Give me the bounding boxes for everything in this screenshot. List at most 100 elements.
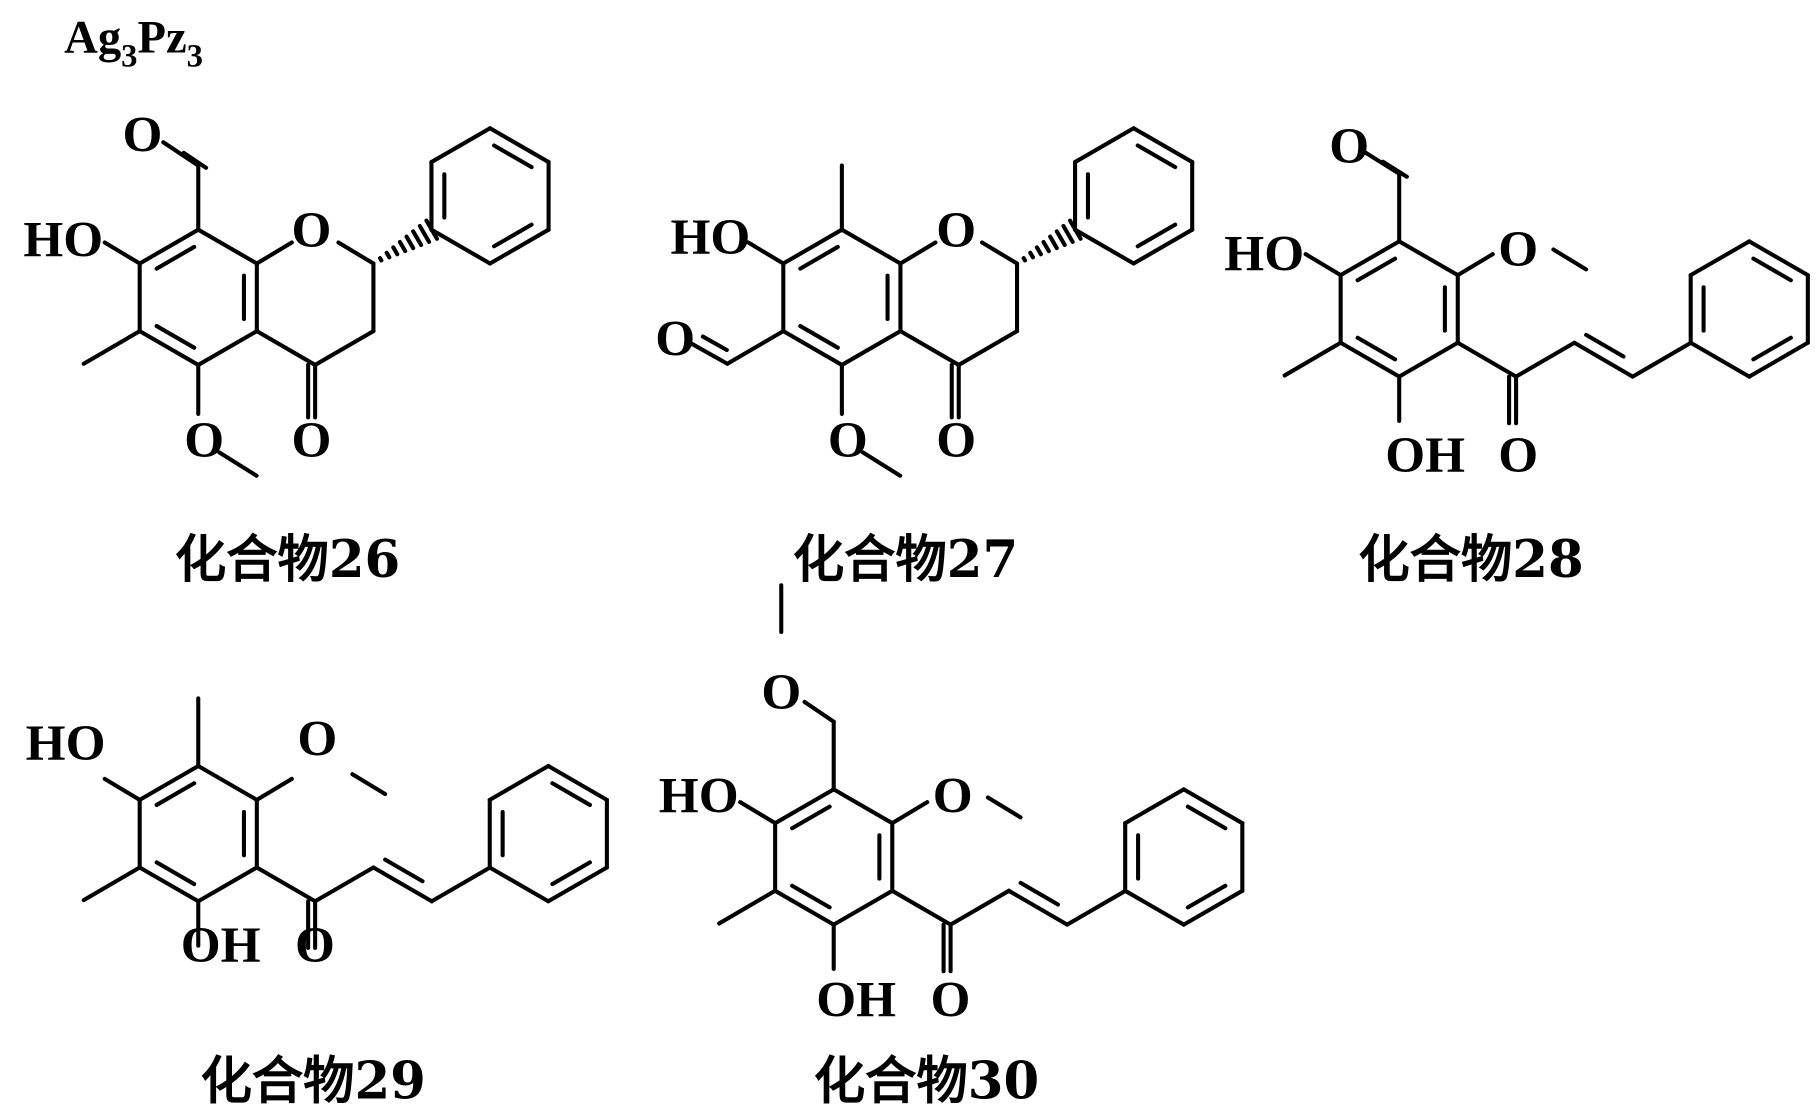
bond bbox=[1135, 143, 1178, 170]
bond bbox=[429, 865, 493, 904]
atom-label: O bbox=[933, 768, 973, 825]
bond bbox=[1380, 159, 1409, 179]
atom-label: HO bbox=[659, 768, 739, 825]
compound-caption: 化合物29 bbox=[201, 1051, 426, 1110]
atom-label: OH bbox=[816, 972, 896, 1029]
bond bbox=[1048, 234, 1059, 251]
bond bbox=[1751, 335, 1793, 362]
atom-label: O bbox=[297, 711, 337, 768]
bond bbox=[1181, 888, 1245, 927]
atom-label: O bbox=[936, 412, 976, 469]
atom-label: O bbox=[292, 202, 332, 259]
bond bbox=[1551, 247, 1589, 272]
bond bbox=[411, 229, 424, 247]
bond bbox=[546, 865, 609, 904]
bond bbox=[1061, 223, 1075, 244]
bond bbox=[378, 256, 384, 263]
bond bbox=[217, 450, 259, 478]
bond bbox=[1018, 880, 1061, 907]
bond bbox=[1355, 335, 1398, 362]
bond bbox=[487, 763, 551, 802]
bond bbox=[550, 781, 592, 807]
bond bbox=[1688, 239, 1752, 278]
bond bbox=[1006, 888, 1070, 927]
bond bbox=[1751, 256, 1793, 283]
bond bbox=[550, 860, 592, 887]
bond bbox=[898, 329, 961, 367]
bond bbox=[1131, 227, 1195, 266]
bond bbox=[1123, 787, 1186, 826]
bond bbox=[1630, 340, 1694, 379]
bond bbox=[254, 240, 294, 266]
bond bbox=[790, 883, 832, 910]
bond bbox=[1572, 340, 1635, 379]
bond bbox=[1514, 340, 1577, 379]
bond bbox=[384, 250, 392, 260]
bond bbox=[1282, 340, 1343, 378]
bond bbox=[1065, 888, 1128, 927]
atom-label: O bbox=[1498, 221, 1538, 278]
bond bbox=[154, 244, 197, 271]
bond bbox=[1073, 227, 1136, 266]
bond bbox=[181, 150, 209, 170]
bond bbox=[1303, 252, 1343, 278]
bond bbox=[487, 865, 551, 904]
bond bbox=[487, 126, 551, 165]
compound-caption: 化合物30 bbox=[814, 1051, 1039, 1110]
bond bbox=[196, 865, 259, 904]
compound-caption: 化合物26 bbox=[175, 530, 400, 590]
atom-label: O bbox=[655, 311, 695, 368]
compound-caption: 化合物27 bbox=[793, 530, 1018, 590]
bond bbox=[831, 888, 895, 927]
bond bbox=[492, 143, 534, 170]
bond bbox=[1181, 787, 1245, 826]
atom-label: O bbox=[1329, 118, 1369, 175]
bond bbox=[350, 772, 388, 797]
bond bbox=[1747, 340, 1810, 379]
atom-label: O bbox=[761, 664, 801, 721]
compound-caption: 化合物28 bbox=[1358, 530, 1583, 590]
bond bbox=[1135, 222, 1178, 249]
bond bbox=[404, 234, 416, 251]
bond bbox=[725, 329, 786, 366]
bond bbox=[1338, 239, 1402, 278]
bond bbox=[773, 888, 836, 927]
bond bbox=[102, 240, 142, 266]
bond bbox=[1028, 250, 1035, 260]
bond bbox=[1397, 340, 1460, 379]
bond bbox=[137, 763, 201, 802]
bond bbox=[196, 329, 259, 367]
bond bbox=[1021, 256, 1028, 263]
bond bbox=[839, 329, 903, 367]
bond bbox=[81, 329, 142, 366]
bond bbox=[196, 227, 259, 266]
bond bbox=[154, 324, 197, 350]
bond bbox=[487, 227, 551, 266]
bond bbox=[717, 888, 778, 926]
bond bbox=[313, 329, 376, 367]
bond bbox=[383, 857, 425, 884]
bond bbox=[417, 223, 432, 244]
compound-28: O HO O OH O 化合物28 bbox=[1224, 118, 1583, 590]
bond bbox=[1688, 340, 1752, 379]
bond bbox=[137, 227, 201, 266]
bond bbox=[839, 227, 903, 266]
atom-label: OH bbox=[1385, 427, 1465, 484]
atom-label: HO bbox=[26, 715, 106, 772]
compound-30: O HO O OH O 化合物30 bbox=[659, 664, 1039, 1110]
bond bbox=[1455, 340, 1519, 379]
bond bbox=[391, 245, 400, 257]
bond bbox=[254, 865, 318, 904]
atom-label: O bbox=[936, 202, 976, 259]
atom-label: HO bbox=[1224, 226, 1304, 283]
figure-title: Ag3Pz3 bbox=[64, 11, 203, 74]
bond bbox=[1747, 239, 1810, 278]
bond bbox=[860, 450, 903, 478]
bond bbox=[429, 227, 493, 266]
bond bbox=[429, 126, 493, 165]
bond bbox=[1397, 239, 1460, 278]
bond bbox=[985, 795, 1023, 820]
bond bbox=[1123, 888, 1186, 927]
bond bbox=[1041, 240, 1051, 254]
bond bbox=[738, 800, 778, 826]
